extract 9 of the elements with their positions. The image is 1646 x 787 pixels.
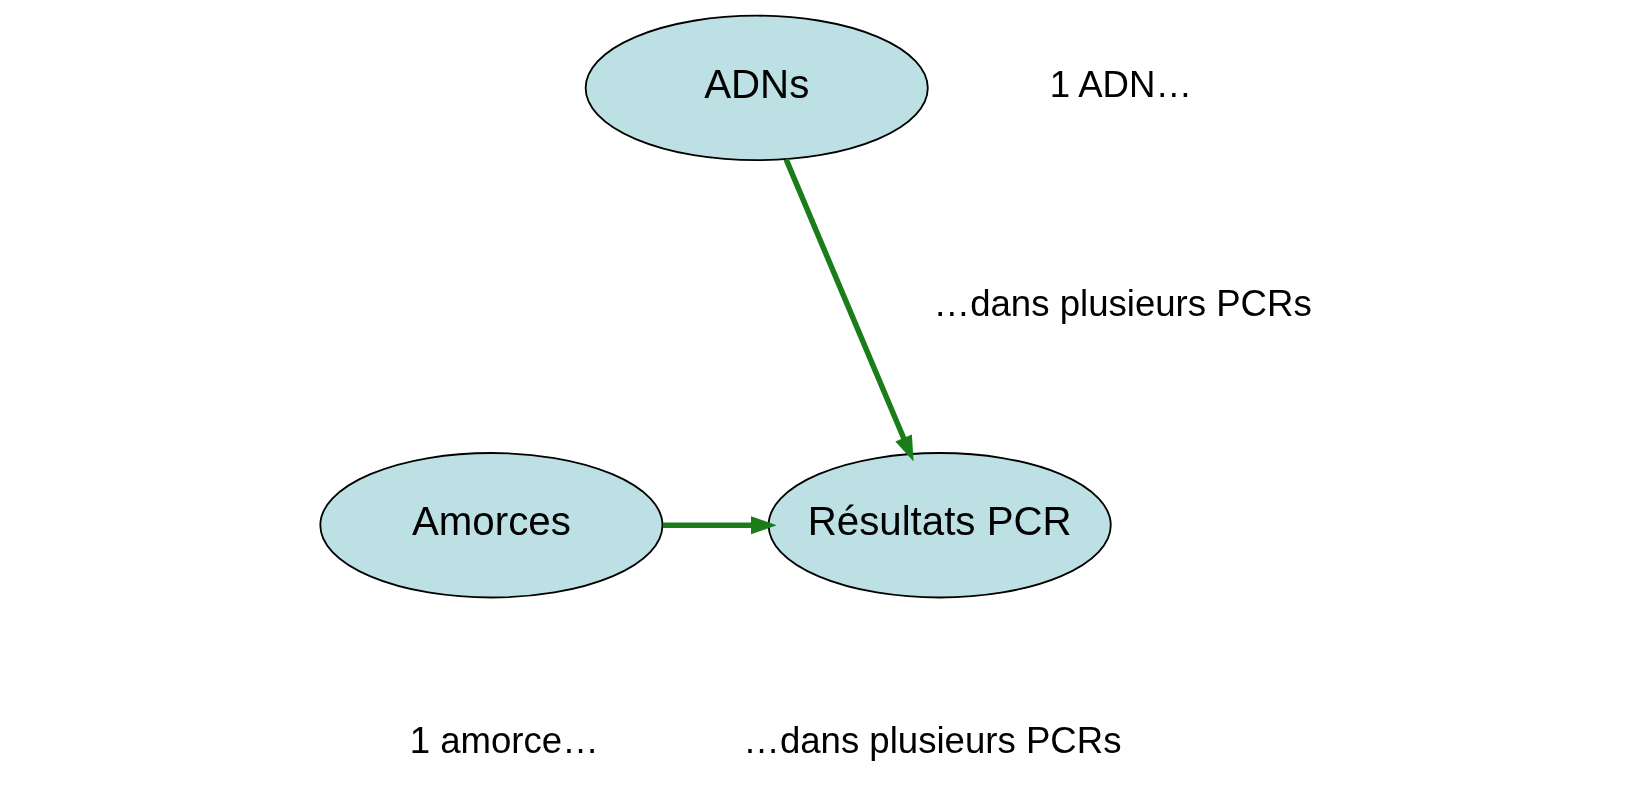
node-ellipse: ADNs — [584, 14, 929, 162]
node-ellipse: Amorces — [318, 452, 663, 599]
label: …dans plusieurs PCRs — [933, 282, 1312, 324]
arrow — [662, 516, 777, 535]
label: 1 amorce… — [409, 720, 599, 762]
label: …dans plusieurs PCRs — [742, 720, 1121, 762]
node-ellipse: Résultats PCR — [767, 452, 1112, 599]
arrow — [783, 158, 914, 462]
label: 1 ADN… — [1049, 64, 1192, 106]
